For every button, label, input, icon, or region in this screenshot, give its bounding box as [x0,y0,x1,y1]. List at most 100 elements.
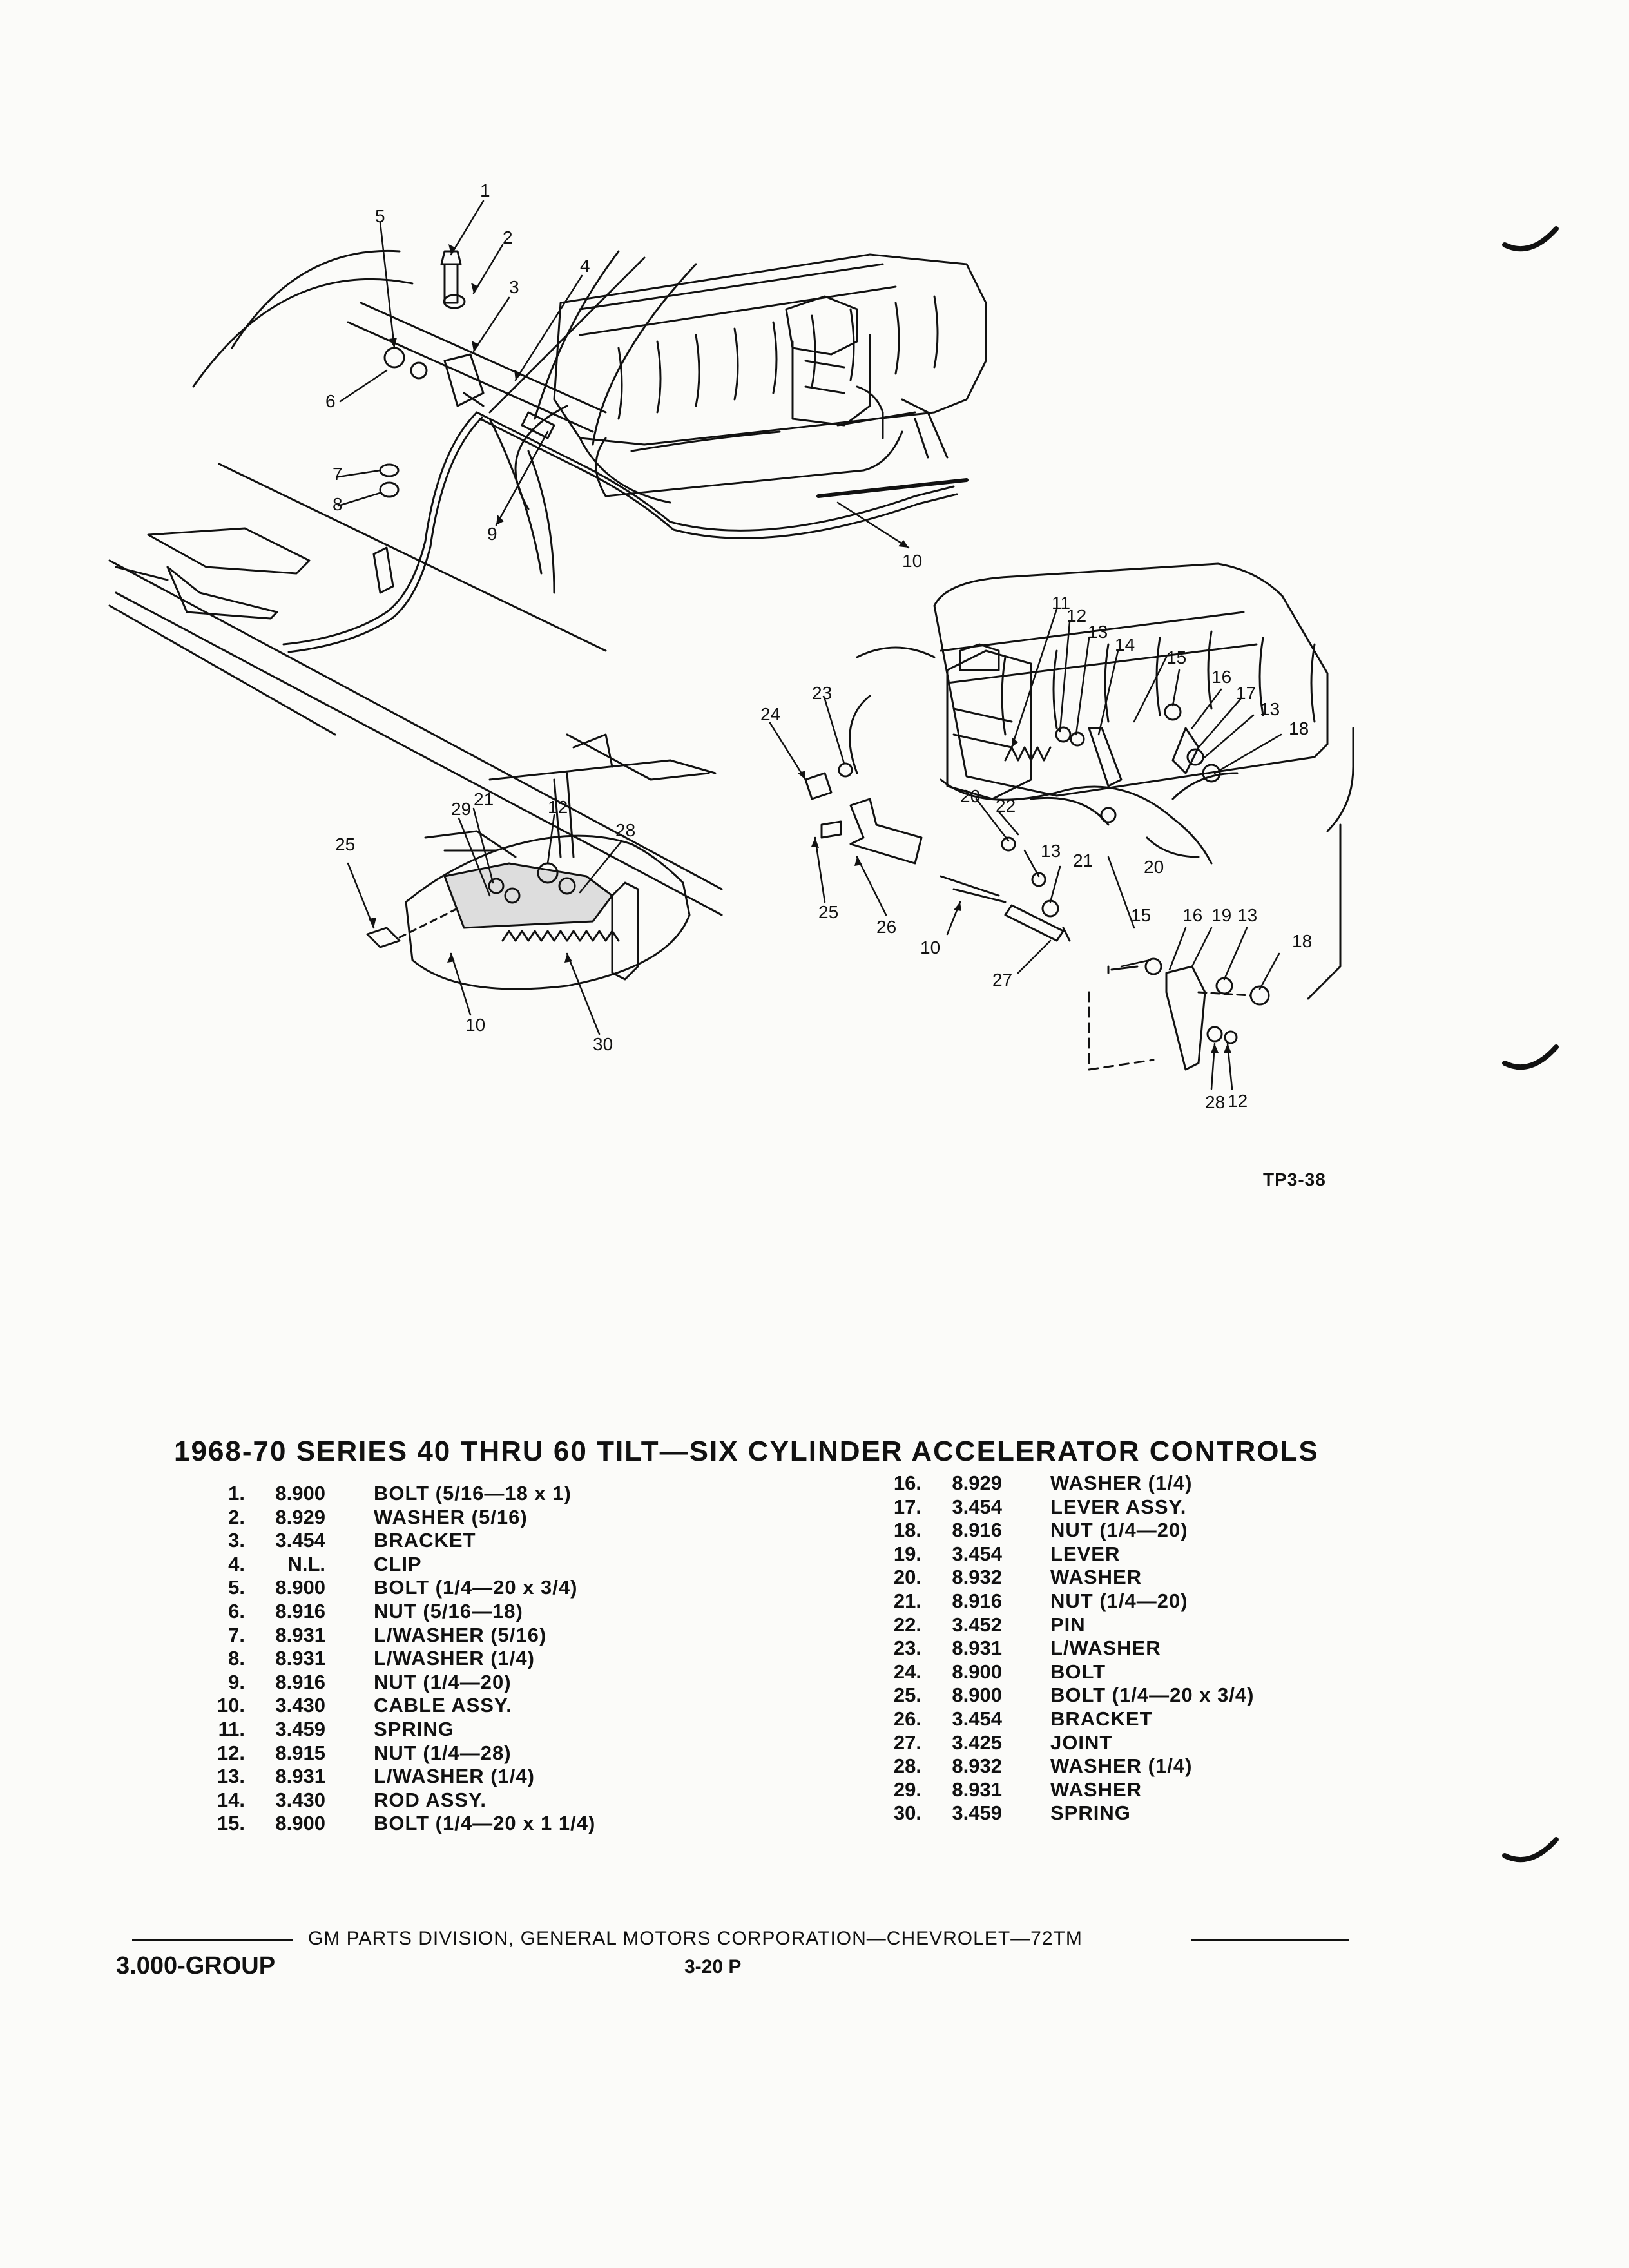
upper-leader-lines [337,200,910,549]
part-number: 10. [217,1694,245,1717]
part-description: WASHER [1050,1778,1142,1801]
part-code: 3.425 [952,1731,1002,1754]
part-code: 3.459 [275,1717,325,1740]
part-description: NUT (1/4—20) [1050,1519,1188,1542]
callout-number: 22 [996,796,1016,816]
part-number: 23. [893,1637,921,1660]
part-code: 3.454 [952,1495,1002,1518]
part-number: 25. [893,1684,921,1707]
callout-number: 1 [480,180,490,200]
parts-list-row: 28. 8.932 WASHER (1/4) [870,1754,1321,1778]
part-description: JOINT [1050,1731,1113,1754]
part-number: 6. [228,1599,245,1622]
part-description: WASHER (1/4) [1050,1754,1193,1778]
part-number: 3. [228,1529,245,1552]
part-code: 8.932 [952,1566,1002,1589]
part-code: 3.454 [952,1707,1002,1730]
part-number: 27. [893,1731,921,1754]
part-code: 8.929 [275,1505,325,1528]
punch-mark-icon [1502,1837,1559,1863]
part-number: 29. [893,1778,921,1801]
callout-number: 16 [1211,667,1231,687]
part-number: 7. [228,1623,245,1646]
part-code: 8.916 [952,1519,1002,1542]
part-code: 8.931 [275,1647,325,1670]
part-number: 28. [893,1754,921,1778]
part-code: 3.430 [275,1694,325,1717]
callout-number: 25 [335,834,355,854]
part-description: L/WASHER (5/16) [374,1623,547,1646]
callout-number: 12 [1228,1091,1248,1111]
part-description: BOLT (1/4—20 x 3/4) [374,1576,578,1599]
punch-mark-icon [1502,1044,1559,1070]
part-description: CLIP [374,1552,422,1575]
part-code: 8.932 [952,1754,1002,1778]
callout-number: 15 [1166,648,1186,668]
part-number: 19. [893,1542,921,1565]
part-code: 8.931 [952,1637,1002,1660]
callout-number: 21 [474,789,494,809]
part-description: NUT (1/4—20) [374,1670,512,1693]
part-description: WASHER [1050,1566,1142,1589]
part-description: WASHER (1/4) [1050,1472,1193,1494]
exploded-parts-diagram: 1234567891011121314151617131824232022201… [108,180,1354,1189]
part-code: 3.454 [275,1529,325,1552]
pedal-bracket-view [366,733,717,990]
callout-number: 9 [487,524,497,544]
parts-list-row: 27. 3.425 JOINT [870,1731,1321,1755]
part-number: 5. [228,1576,245,1599]
part-number: 2. [228,1505,245,1528]
footer-rule-right [1191,1939,1349,1941]
part-number: 1. [228,1482,245,1504]
engine-top-view [108,249,987,916]
parts-list-row: 11. 3.459 SPRING [193,1718,644,1742]
part-description: ROD ASSY. [374,1788,487,1811]
part-number: 21. [893,1589,921,1612]
callout-number: 23 [812,683,832,703]
part-number: 14. [217,1788,245,1811]
part-code: 8.915 [275,1741,325,1764]
part-number: 12. [217,1741,245,1764]
callout-number: 18 [1292,931,1312,951]
callout-number: 20 [1144,857,1164,877]
callout-number: 4 [580,256,590,276]
callout-number: 13 [1041,841,1061,861]
part-description: NUT (5/16—18) [374,1599,523,1622]
callout-number: 29 [451,799,471,819]
callout-number: 12 [1066,606,1086,626]
part-description: PIN [1050,1613,1086,1636]
callout-number: 19 [1211,905,1231,925]
callout-number: 20 [960,786,980,806]
callout-number: 13 [1237,905,1257,925]
part-code: 8.900 [952,1660,1002,1683]
part-description: SPRING [374,1717,454,1740]
callout-number: 21 [1073,850,1093,870]
callout-number: 18 [1289,718,1309,738]
part-number: 11. [218,1717,245,1740]
part-number: 24. [893,1660,921,1683]
callout-number: 5 [375,206,385,226]
callout-number: 15 [1131,905,1151,925]
part-description: NUT (1/4—20) [1050,1589,1188,1612]
callout-number: 8 [333,494,343,514]
part-code: 3.452 [952,1613,1002,1636]
part-description: L/WASHER [1050,1637,1161,1660]
part-description: BRACKET [1050,1707,1153,1730]
part-description: LEVER [1050,1542,1121,1565]
callout-number: 17 [1236,683,1256,703]
